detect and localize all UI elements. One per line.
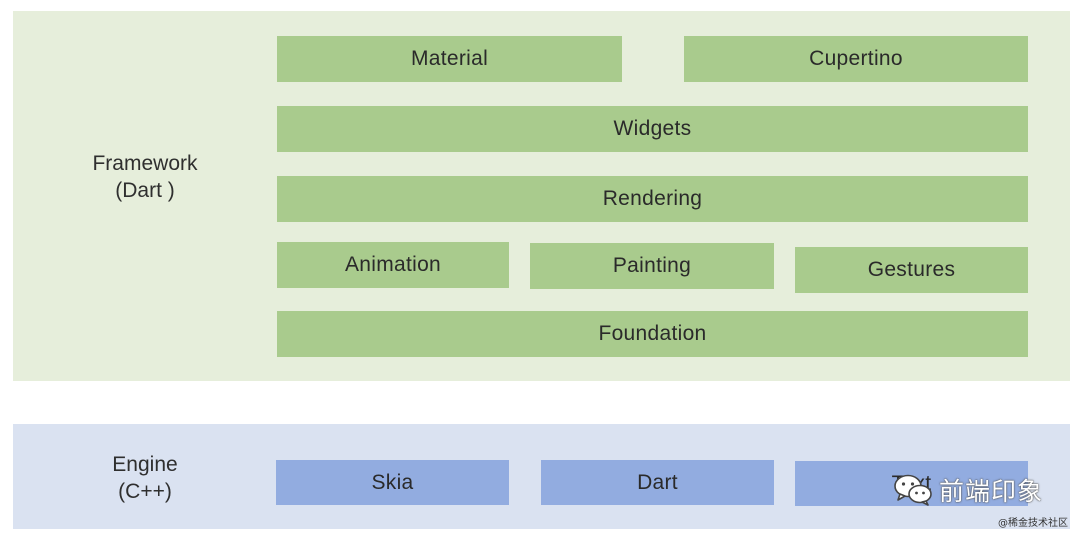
engine-label-name: Engine	[112, 453, 178, 476]
engine-label: Engine (C++)	[70, 451, 220, 505]
painting-box: Painting	[530, 243, 774, 289]
framework-label-name: Framework	[92, 152, 198, 175]
engine-label-language: (C++)	[118, 480, 172, 503]
framework-label-language: (Dart )	[115, 179, 175, 202]
widgets-box: Widgets	[277, 106, 1028, 152]
gestures-box: Gestures	[795, 247, 1028, 293]
watermark: 前端印象	[893, 472, 1043, 508]
watermark-brand: 前端印象	[939, 477, 1044, 506]
rendering-box: Rendering	[277, 176, 1028, 222]
foundation-box: Foundation	[277, 311, 1028, 357]
animation-box: Animation	[277, 242, 509, 288]
watermark-source: @稀金技术社区	[998, 518, 1068, 529]
dart-box: Dart	[541, 460, 774, 505]
cupertino-box: Cupertino	[684, 36, 1028, 82]
framework-label: Framework (Dart )	[70, 150, 220, 204]
skia-box: Skia	[276, 460, 509, 505]
wechat-icon	[893, 473, 933, 507]
material-box: Material	[277, 36, 622, 82]
